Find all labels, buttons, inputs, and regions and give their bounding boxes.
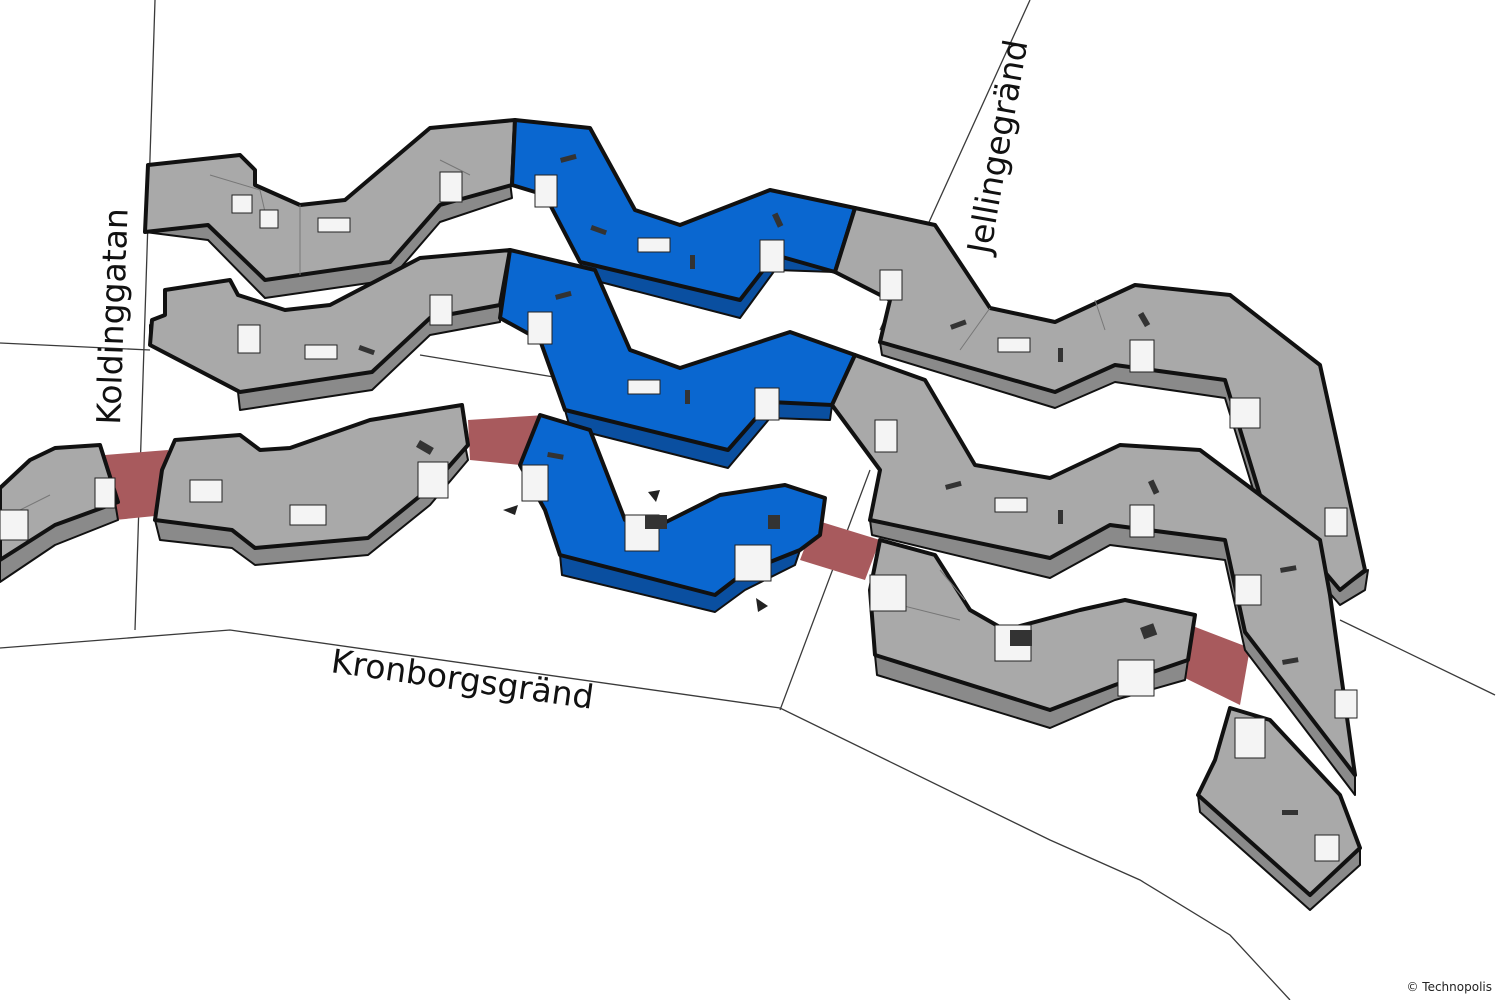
building-row-3[interactable] — [0, 403, 1362, 911]
bridge-west — [105, 450, 168, 520]
copyright-notice: © Technopolis — [1406, 980, 1492, 994]
bridge-east — [1185, 625, 1250, 705]
building-row-1[interactable] — [143, 118, 1369, 606]
street-label-jellingegrand: Jellingegränd — [959, 37, 1035, 259]
street-label-kronborgsgrand: Kronborgsgränd — [329, 641, 596, 716]
building-row-2[interactable] — [148, 248, 1358, 796]
street-label-koldinggatan: Koldinggatan — [89, 207, 136, 425]
